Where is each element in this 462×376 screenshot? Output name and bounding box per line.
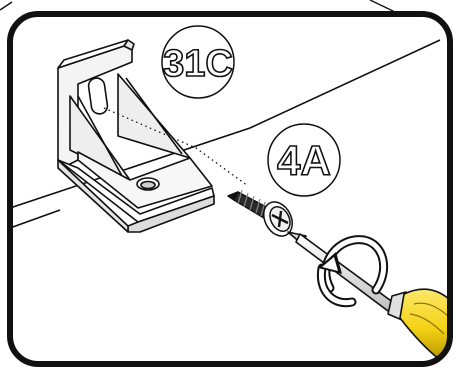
frame-content — [10, 14, 462, 364]
outside-edge-line — [0, 2, 12, 10]
part-label-4a: 4A — [268, 124, 340, 196]
screw-part-code: 4A — [277, 137, 331, 184]
outside-edge-line-right — [370, 0, 395, 12]
bracket-part-code: 31C — [163, 43, 233, 85]
part-label-31c: 31C — [162, 26, 234, 98]
